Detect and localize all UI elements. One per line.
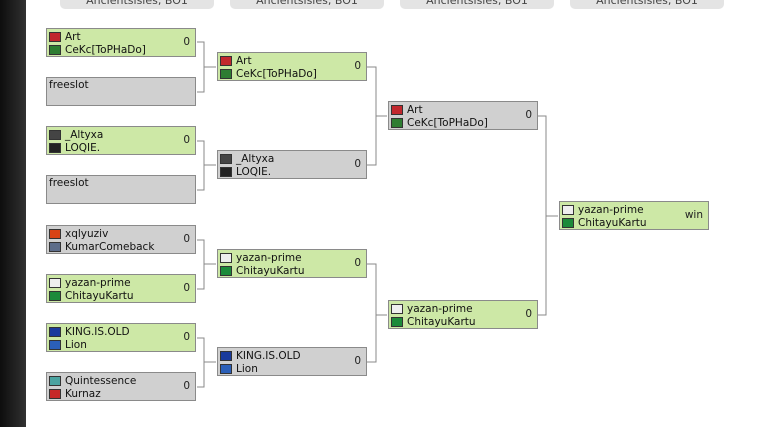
flag-icon [220,265,232,276]
r2-match-3[interactable]: yazan-prime ChitayuKartu 0 [217,249,367,278]
flag-icon [391,316,403,327]
r1-match-8[interactable]: Quintessence Kurnaz 0 [46,372,196,401]
player-slot[interactable]: Art [49,30,81,43]
player-slot[interactable]: _Altyxa [49,128,103,141]
r2-match-4[interactable]: KING.IS.OLD Lion 0 [217,347,367,376]
flag-icon [49,339,61,350]
player-slot[interactable]: Lion [49,338,87,351]
player-slot[interactable]: ChitayuKartu [49,289,134,302]
player-slot[interactable]: yazan-prime [562,203,644,216]
flag-icon [49,290,61,301]
player-slot[interactable]: CeKc[ToPHaDo] [49,43,146,56]
player-slot[interactable]: KING.IS.OLD [49,325,130,338]
player-slot[interactable]: CeKc[ToPHaDo] [391,116,488,129]
player-slot[interactable]: Art [220,54,252,67]
round-1-header: Ancientsisles, BO1 [60,0,214,9]
player-slot[interactable]: Lion [220,362,258,375]
bracket-panel: Ancientsisles, BO1 Ancientsisles, BO1 An… [26,0,768,427]
player-slot[interactable]: yazan-prime [49,276,131,289]
flag-icon [49,129,61,140]
flag-icon [220,153,232,164]
flag-icon [49,44,61,55]
player-slot[interactable]: ChitayuKartu [220,264,305,277]
player-slot[interactable]: KING.IS.OLD [220,349,301,362]
r3-match-1[interactable]: Art CeKc[ToPHaDo] 0 [388,101,538,130]
r2-match-2[interactable]: _Altyxa LOQIE. 0 [217,150,367,179]
player-slot[interactable]: ChitayuKartu [391,315,476,328]
r2-match-1[interactable]: Art CeKc[ToPHaDo] 0 [217,52,367,81]
flag-icon [391,117,403,128]
flag-icon [391,104,403,115]
r1-match-3[interactable]: _Altyxa LOQIE. 0 [46,126,196,155]
round-3-header: Ancientsisles, BO1 [400,0,554,9]
player-slot[interactable]: LOQIE. [220,165,271,178]
flag-icon [562,217,574,228]
flag-icon [49,31,61,42]
player-slot[interactable]: ChitayuKartu [562,216,647,229]
flag-icon [220,68,232,79]
r1-match-5[interactable]: xqlyuziv KumarComeback 0 [46,225,196,254]
r1-match-4[interactable]: freeslot [46,175,196,204]
r3-match-2[interactable]: yazan-prime ChitayuKartu 0 [388,300,538,329]
r1-match-7[interactable]: KING.IS.OLD Lion 0 [46,323,196,352]
player-slot[interactable]: Quintessence [49,374,136,387]
flag-icon [49,142,61,153]
r1-match-1[interactable]: Art CeKc[ToPHaDo] 0 [46,28,196,57]
player-slot[interactable]: _Altyxa [220,152,274,165]
player-slot[interactable]: yazan-prime [391,302,473,315]
player-slot[interactable]: CeKc[ToPHaDo] [220,67,317,80]
r1-match-2[interactable]: freeslot [46,77,196,106]
background-left [0,0,30,427]
flag-icon [49,277,61,288]
flag-icon [220,252,232,263]
flag-icon [49,388,61,399]
flag-icon [49,326,61,337]
flag-icon [220,363,232,374]
flag-icon [49,241,61,252]
flag-icon [220,166,232,177]
player-slot[interactable]: xqlyuziv [49,227,108,240]
round-4-header: Ancientsisles, BO1 [570,0,724,9]
player-slot[interactable]: KumarComeback [49,240,154,253]
final-match[interactable]: yazan-prime ChitayuKartu win [559,201,709,230]
player-slot[interactable]: yazan-prime [220,251,302,264]
flag-icon [391,303,403,314]
r1-match-6[interactable]: yazan-prime ChitayuKartu 0 [46,274,196,303]
flag-icon [49,228,61,239]
round-2-header: Ancientsisles, BO1 [230,0,384,9]
flag-icon [562,204,574,215]
flag-icon [220,55,232,66]
player-slot[interactable]: LOQIE. [49,141,100,154]
player-slot[interactable]: Art [391,103,423,116]
player-slot[interactable]: Kurnaz [49,387,101,400]
flag-icon [49,375,61,386]
flag-icon [220,350,232,361]
bracket-lines [197,41,558,388]
